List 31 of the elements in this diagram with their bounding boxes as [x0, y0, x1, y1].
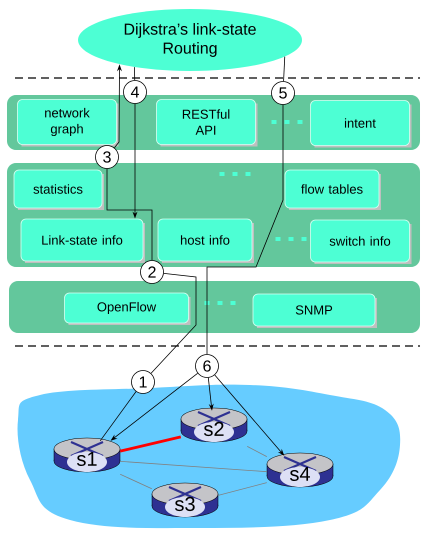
module-box: switch info [310, 220, 412, 264]
step-number: 2 [140, 260, 164, 284]
connector-line [120, 460, 268, 472]
connector-line [100, 391, 136, 442]
connector-line [150, 272, 196, 374]
connector-line [134, 66, 136, 80]
module-box: Link-state info [20, 218, 145, 263]
step-number: 5 [271, 81, 295, 105]
step-number: 1 [131, 370, 155, 394]
module-box: OpenFlow [64, 292, 190, 325]
connector-line [283, 56, 286, 82]
step-number: 4 [123, 80, 147, 104]
step-number: 6 [195, 354, 219, 378]
switch-drawing: s4 [266, 452, 334, 488]
connector-line [120, 435, 182, 453]
switch-drawing: s1 [54, 438, 120, 472]
module-box: SNMP [252, 294, 377, 328]
connector-line [206, 104, 284, 354]
switch-drawing: s2 [180, 408, 248, 442]
connector-line [218, 482, 268, 496]
module-box: RESTful API [156, 99, 258, 146]
module-box: intent [310, 100, 412, 148]
step-number: 3 [95, 145, 119, 169]
switch-drawing: s3 [152, 482, 218, 518]
connector-line [106, 168, 152, 260]
connector-line [120, 474, 152, 490]
module-box: network graph [17, 99, 118, 146]
module-box: statistics [14, 170, 104, 210]
module-box: host info [158, 218, 254, 263]
connector-line [246, 446, 268, 458]
module-box: flow tables [284, 170, 381, 210]
